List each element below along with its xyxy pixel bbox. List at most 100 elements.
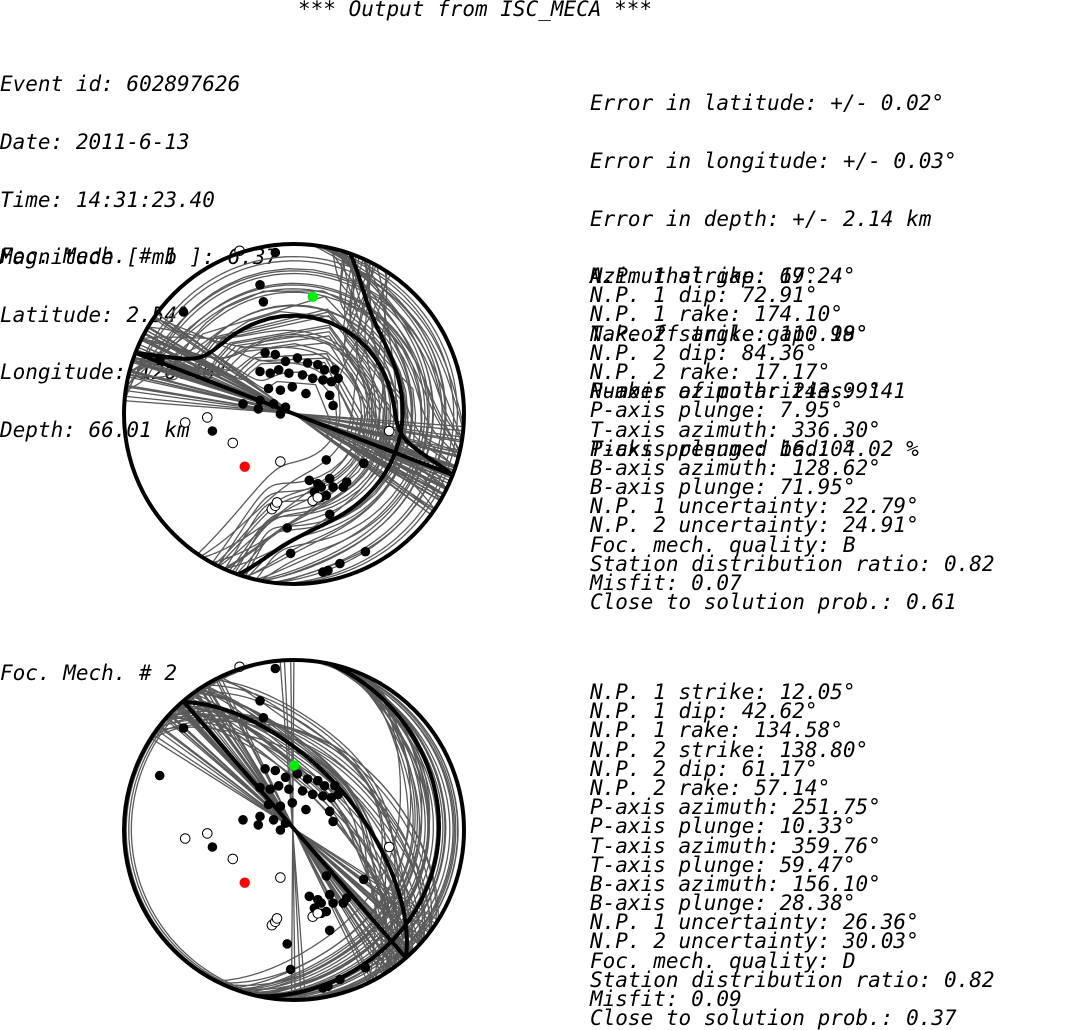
compression-polarity — [333, 373, 343, 384]
compression-polarity — [280, 818, 291, 828]
uncertainty-plane — [148, 326, 441, 502]
uncertainty-plane — [124, 255, 464, 428]
compression-polarity — [316, 898, 326, 908]
compression-polarity — [301, 804, 311, 815]
compression-polarity — [255, 366, 265, 377]
compression-polarity — [324, 806, 335, 817]
error-latitude: Error in latitude: +/- 0.02° — [590, 91, 945, 116]
compression-polarity — [285, 964, 296, 975]
compression-polarity — [273, 781, 284, 791]
mechanism-parameter: P-axis plunge: 10.33° — [590, 814, 856, 839]
mechanism-parameter: B-axis azimuth: 156.10° — [590, 871, 881, 896]
compression-polarity — [307, 789, 318, 800]
mechanism-parameter: N.P. 2 strike: 138.80° — [590, 737, 869, 762]
compression-polarity — [263, 383, 274, 394]
nodal-plane-2 — [179, 699, 409, 960]
compression-polarity — [330, 365, 340, 375]
compression-polarity — [255, 811, 265, 822]
uncertainty-plane — [125, 270, 463, 441]
uncertainty-plane — [221, 675, 423, 987]
mechanism-parameter: P-axis plunge: 7.95° — [590, 398, 843, 423]
mechanism-parameter: P-axis azimuth: 251.75° — [590, 795, 881, 820]
focal-mechanism-1-parameters: N.P. 1 strike: 19.24°N.P. 1 dip: 72.91°N… — [590, 265, 995, 612]
compression-polarity — [302, 358, 313, 368]
uncertainty-plane — [130, 295, 459, 458]
compression-polarity — [154, 354, 165, 365]
dilatation-polarity — [312, 907, 324, 919]
compression-polarity — [260, 348, 270, 358]
compression-polarity — [328, 816, 338, 827]
compression-polarity — [265, 784, 275, 794]
compression-polarity — [328, 400, 338, 411]
compression-polarity — [323, 981, 333, 992]
compression-polarity — [284, 368, 294, 378]
compression-polarity — [301, 388, 311, 399]
compression-polarity — [304, 475, 315, 486]
uncertainty-plane — [159, 718, 431, 934]
compression-polarity — [270, 349, 281, 360]
compression-polarity — [268, 815, 279, 825]
dilatation-polarity — [202, 412, 213, 423]
green-axis-marker — [288, 760, 300, 771]
compression-polarity — [335, 558, 345, 569]
compression-polarity — [324, 889, 335, 900]
compression-polarity — [284, 784, 294, 794]
compression-polarity — [330, 781, 340, 791]
mechanism-parameter: N.P. 1 uncertainty: 26.36° — [590, 910, 919, 935]
mechanism-parameter: P-axis azimuth: 243.99° — [590, 379, 881, 404]
compression-polarity — [238, 399, 248, 409]
event-magnitude: Magnitude [ mb ]: 6.37 — [0, 245, 279, 270]
compression-polarity — [321, 490, 332, 501]
mechanism-parameter: Misfit: 0.09 — [590, 987, 742, 1011]
compression-polarity — [265, 368, 275, 378]
compression-polarity — [270, 247, 281, 258]
mechanism-parameter: Station distribution ratio: 0.82 — [590, 551, 995, 576]
compression-polarity — [328, 482, 338, 492]
error-depth: Error in depth: +/- 2.14 km — [590, 206, 932, 231]
compression-polarity — [292, 769, 303, 779]
uncertainty-plane — [276, 660, 454, 1000]
focal-mechanism-1-beachball — [122, 242, 466, 586]
event-id: Event id: 602897626 — [0, 72, 241, 97]
compression-polarity — [263, 799, 274, 810]
mechanism-parameter: B-axis azimuth: 128.62° — [590, 455, 881, 480]
uncertainty-plane — [129, 290, 460, 454]
compression-polarity — [313, 775, 323, 786]
uncertainty-plane — [157, 313, 432, 516]
compression-polarity — [280, 356, 291, 367]
compression-polarity — [270, 765, 281, 776]
compression-polarity — [358, 874, 369, 885]
focal-mechanism-2-parameters: N.P. 1 strike: 12.05°N.P. 1 dip: 42.62°N… — [590, 681, 995, 1030]
mechanism-parameter: Foc. mech. quality: D — [590, 948, 856, 973]
compression-polarity — [307, 373, 318, 384]
compression-polarity — [270, 663, 281, 674]
dilatation-polarity — [271, 497, 283, 508]
compression-polarity — [316, 482, 326, 492]
compression-polarity — [273, 365, 284, 375]
compression-polarity — [341, 893, 352, 903]
mechanism-parameter: N.P. 2 uncertainty: 30.03° — [590, 929, 919, 954]
compression-polarity — [285, 548, 296, 559]
compression-polarity — [287, 382, 298, 392]
uncertainty-plane — [275, 244, 447, 584]
uncertainty-plane — [244, 666, 430, 994]
mechanism-parameter: N.P. 2 rake: 57.14° — [590, 775, 831, 800]
location-errors: Error in latitude: +/- 0.02° Error in lo… — [590, 56, 957, 478]
compression-polarity — [282, 523, 292, 533]
dilatation-polarity — [179, 833, 191, 844]
compression-polarity — [253, 820, 264, 830]
mechanism-parameter: T-axis plunge: 16.10° — [590, 436, 856, 461]
mechanism-parameter: Station distribution ratio: 0.82 — [590, 967, 995, 992]
compression-polarity — [319, 365, 330, 375]
uncertainty-plane — [278, 660, 457, 1000]
compression-polarity — [335, 974, 345, 985]
mechanism-parameter: N.P. 2 uncertainty: 24.91° — [590, 513, 919, 538]
dilatation-polarity — [227, 437, 239, 449]
mechanism-parameter: Close to solution prob.: 0.37 — [590, 1006, 957, 1030]
uncertainty-plane — [137, 326, 452, 479]
mechanism-parameter: N.P. 1 dip: 42.62° — [590, 699, 818, 724]
compression-polarity — [324, 390, 335, 401]
compression-polarity — [304, 891, 315, 902]
dilatation-polarity — [179, 417, 191, 428]
compression-polarity — [178, 723, 189, 733]
